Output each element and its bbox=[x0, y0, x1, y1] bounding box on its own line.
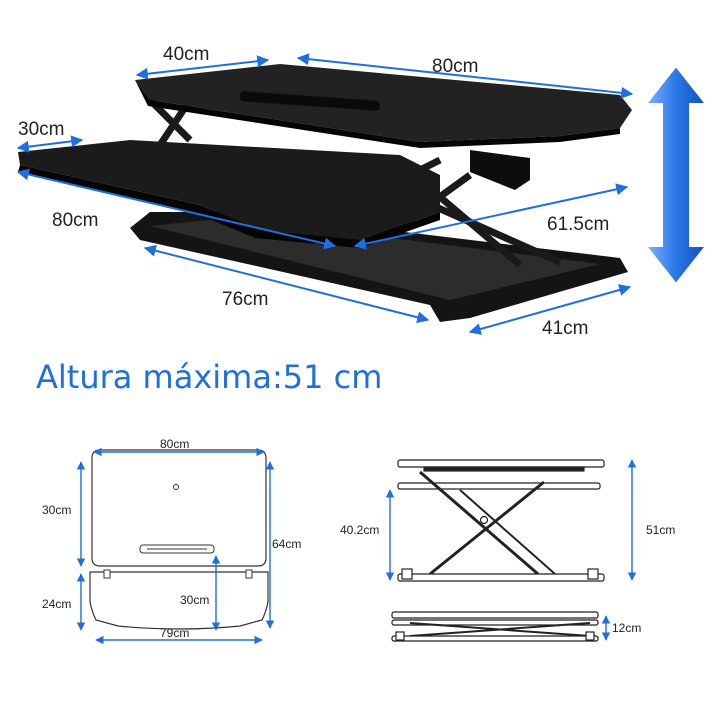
label-top-width: 80cm bbox=[432, 56, 478, 77]
side-label-mid-height: 40.2cm bbox=[340, 523, 379, 537]
label-keyboard-width: 80cm bbox=[52, 210, 98, 231]
side-label-min-height: 12cm bbox=[612, 621, 641, 635]
side-view-raised-drawing bbox=[397, 459, 605, 582]
plan-label-top-width: 80cm bbox=[160, 437, 189, 451]
label-base-width: 76cm bbox=[222, 289, 268, 310]
up-down-arrow-icon bbox=[643, 64, 709, 286]
label-keyboard-depth: 30cm bbox=[18, 119, 64, 140]
desk-top bbox=[135, 64, 632, 142]
plan-label-keyboard-depth: 24cm bbox=[42, 597, 71, 611]
plan-label-keyboard-gap: 30cm bbox=[180, 593, 209, 607]
side-label-max-height: 51cm bbox=[646, 523, 675, 537]
label-diagonal: 61.5cm bbox=[547, 214, 609, 235]
label-top-depth: 40cm bbox=[163, 44, 209, 65]
max-height-title: Altura máxima:51 cm bbox=[36, 358, 382, 396]
dimension-lines bbox=[16, 53, 634, 335]
label-base-depth: 41cm bbox=[542, 318, 588, 339]
plan-label-keyboard-width: 79cm bbox=[160, 626, 189, 640]
plan-label-top-depth: 30cm bbox=[42, 503, 71, 517]
side-view-lowered-drawing bbox=[391, 611, 599, 642]
plan-label-total-depth: 64cm bbox=[272, 537, 301, 551]
plan-view-drawing bbox=[89, 449, 269, 630]
side-view-dimension-lines bbox=[385, 459, 637, 581]
plan-view-dimension-lines bbox=[76, 447, 275, 645]
